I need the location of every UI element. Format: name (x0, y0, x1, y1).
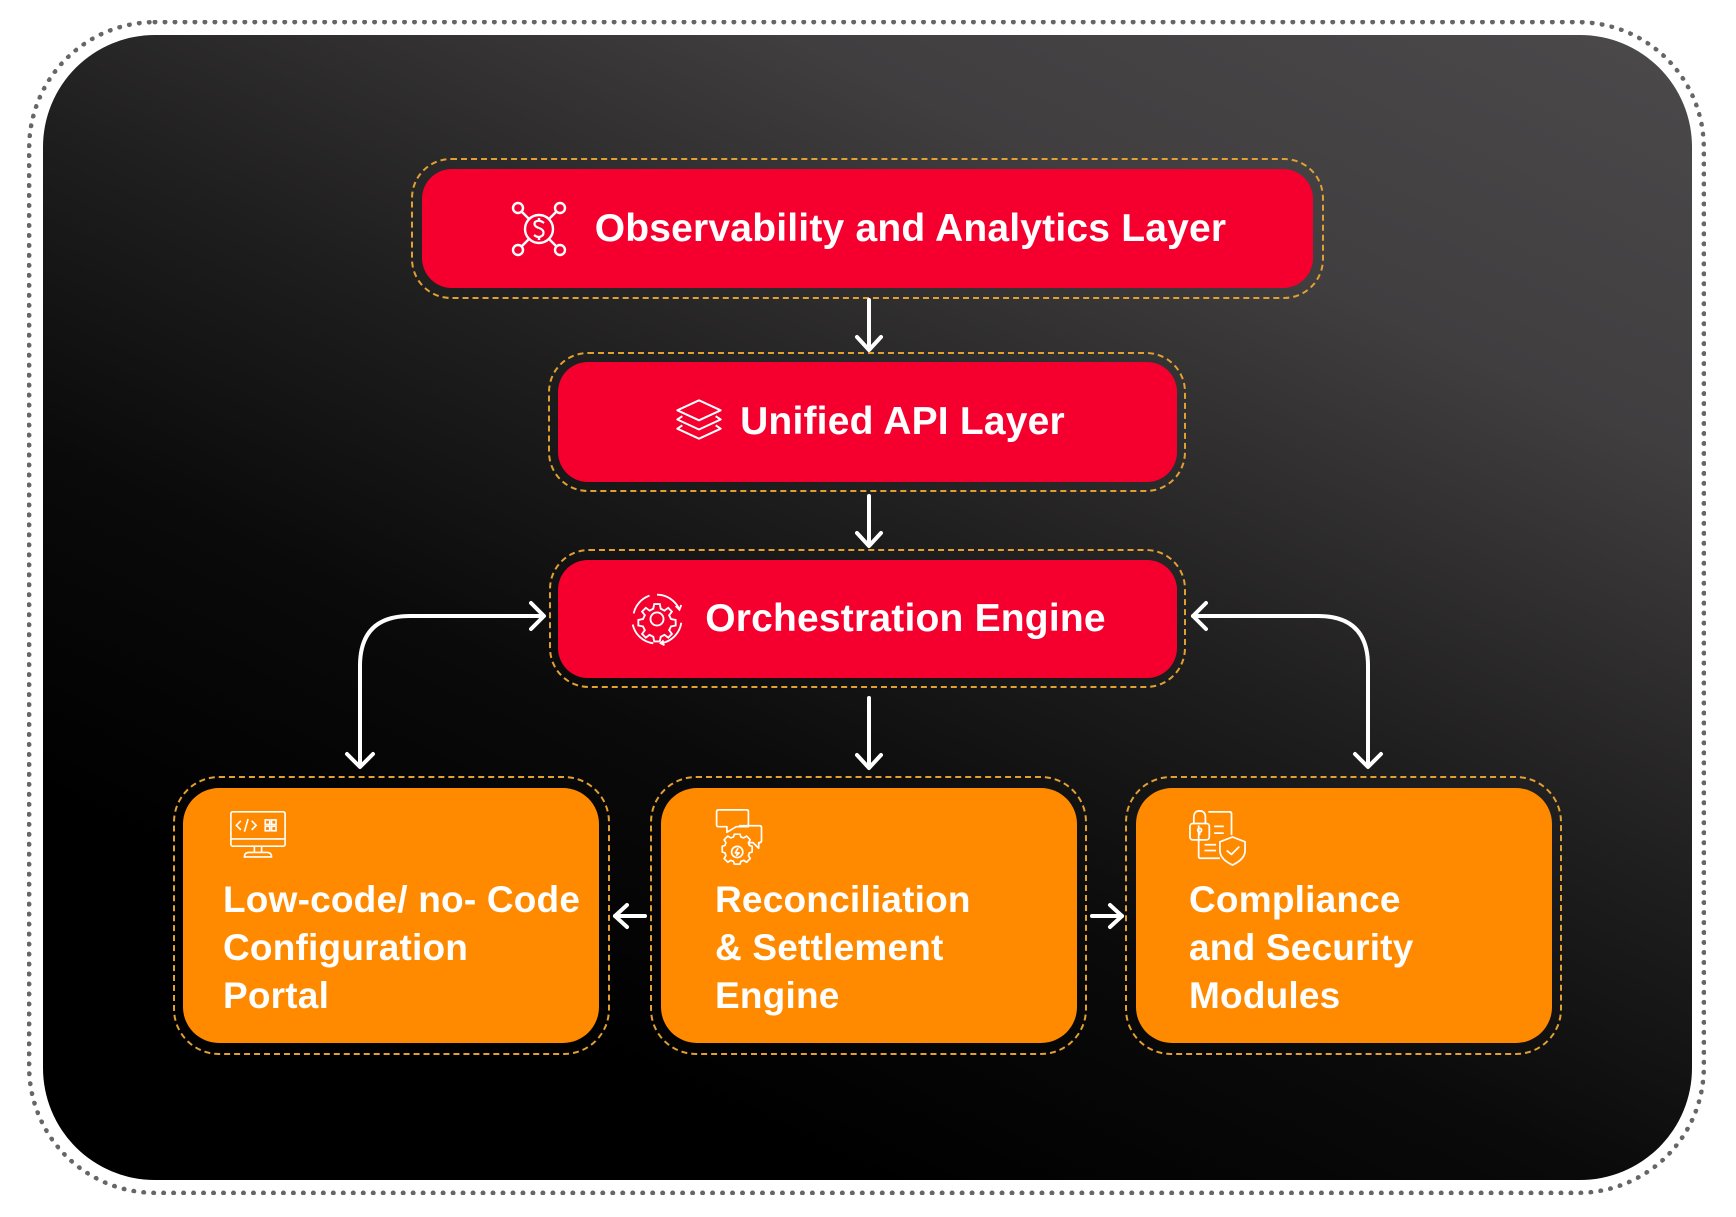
reconciliation-line-1: Reconciliation (715, 879, 971, 920)
unified-api-layer-label: Unified API Layer (740, 400, 1065, 443)
compliance-line-2: and Security (1189, 927, 1414, 968)
unified-api-layer-node[interactable]: Unified API Layer (558, 362, 1177, 482)
low-code-portal-node[interactable]: Low-code/ no- Code Configuration Portal (183, 788, 599, 1043)
low-code-portal-label: Low-code/ no- Code Configuration Portal (223, 876, 580, 1020)
compliance-security-label: Compliance and Security Modules (1189, 876, 1413, 1020)
network-dollar-icon (511, 201, 566, 256)
compliance-line-1: Compliance (1189, 879, 1401, 920)
orchestration-outline (549, 549, 1186, 688)
outer-dotted-border (27, 20, 1706, 1195)
layers-icon (676, 399, 722, 440)
observability-layer-label: Observability and Analytics Layer (594, 206, 1227, 250)
low-code-portal-line-3: Portal (223, 975, 330, 1016)
compliance-line-3: Modules (1189, 975, 1341, 1016)
unified-api-outline (548, 352, 1186, 492)
reconciliation-line-3: Engine (715, 975, 840, 1016)
gear-cycle-icon (632, 593, 683, 646)
reconciliation-outline (650, 776, 1087, 1055)
monitor-code-icon (230, 810, 286, 858)
orchestration-engine-node[interactable]: Orchestration Engine (558, 560, 1177, 678)
low-code-outline (173, 776, 610, 1055)
compliance-security-node[interactable]: Compliance and Security Modules (1136, 788, 1552, 1043)
low-code-portal-line-1: Low-code/ no- Code (223, 879, 581, 920)
chat-gear-money-icon (715, 809, 763, 865)
low-code-portal-line-2: Configuration (223, 927, 469, 968)
compliance-outline (1125, 776, 1562, 1055)
reconciliation-settlement-label: Reconciliation & Settlement Engine (715, 876, 971, 1020)
lock-document-shield-icon (1189, 810, 1246, 866)
reconciliation-line-2: & Settlement (715, 927, 944, 968)
observability-layer-node[interactable]: Observability and Analytics Layer (422, 169, 1313, 288)
orchestration-engine-label: Orchestration Engine (705, 597, 1106, 640)
reconciliation-settlement-node[interactable]: Reconciliation & Settlement Engine (661, 788, 1077, 1043)
